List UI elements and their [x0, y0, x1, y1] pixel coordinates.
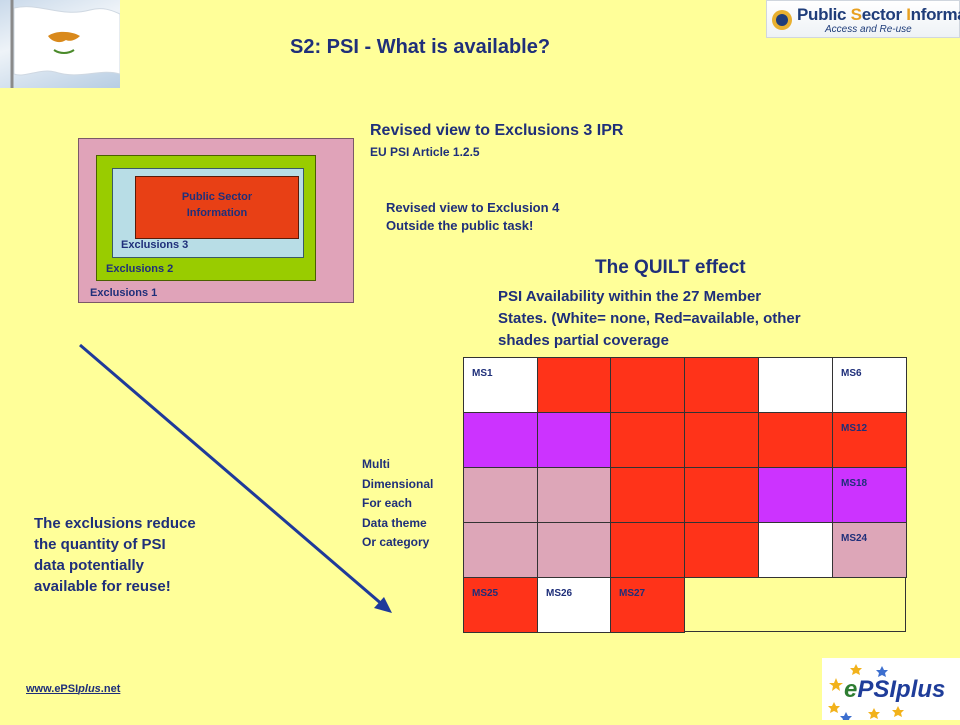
- quilt-cell: [684, 522, 759, 578]
- quilt-cell-label: MS12: [841, 423, 868, 434]
- quilt-description: PSI Availability within the 27 Member St…: [498, 286, 801, 352]
- slide-title: S2: PSI - What is available?: [290, 36, 551, 58]
- quilt-cell: MS18: [832, 467, 907, 523]
- quilt-cell-label: MS6: [841, 368, 862, 379]
- quilt-cell: [610, 412, 685, 468]
- quilt-cell-label: MS1: [472, 368, 493, 379]
- multi-line1: Multi: [362, 457, 390, 471]
- quilt-cell: [537, 357, 611, 413]
- revised-exclusions-3-heading: Revised view to Exclusions 3 IPR: [370, 122, 624, 139]
- quilt-cell: [684, 412, 759, 468]
- psi-logo-subtitle: Access and Re-use: [825, 24, 912, 35]
- quilt-cell: [610, 357, 685, 413]
- revised-exclusion-4-text: Revised view to Exclusion 4 Outside the …: [386, 199, 559, 235]
- quilt-cell: [758, 522, 833, 578]
- epsiplus-website-link[interactable]: www.ePSIplus.net: [26, 683, 121, 695]
- multi-dimensional-text: Multi Dimensional For each Data theme Or…: [362, 455, 433, 553]
- reduce-line1: The exclusions reduce: [34, 515, 196, 532]
- multi-line4: Data theme: [362, 515, 427, 530]
- quilt-cell: [684, 357, 759, 413]
- quilt-cell: [463, 467, 538, 523]
- quilt-cell-label: MS18: [841, 478, 868, 489]
- psi-box-line1: Public Sector: [181, 191, 253, 203]
- revised-exclusion-4-line1: Revised view to Exclusion 4: [386, 200, 560, 215]
- quilt-cell: [610, 522, 685, 578]
- quilt-cell: [463, 412, 538, 468]
- quilt-title: The QUILT effect: [595, 257, 746, 278]
- reduce-line4: available for reuse!: [34, 578, 171, 595]
- quilt-cell-label: MS25: [472, 588, 499, 599]
- cyprus-flag-image: [0, 0, 120, 88]
- quilt-cell: [684, 467, 759, 523]
- multi-line3: For each: [362, 496, 413, 510]
- psi-logo-title: Public Sector Information: [797, 5, 960, 24]
- exclusions-1-label: Exclusions 1: [90, 287, 158, 299]
- reduce-line3: data potentially: [34, 557, 145, 574]
- quilt-empty-region: [684, 577, 906, 632]
- quilt-cell-label: MS26: [546, 588, 573, 599]
- quilt-cell-label: MS24: [841, 533, 868, 544]
- quilt-cell: [463, 522, 538, 578]
- public-sector-information-box: Public Sector Information: [135, 176, 299, 239]
- quilt-cell: [758, 357, 833, 413]
- quilt-cell: MS27: [610, 577, 685, 633]
- quilt-cell: MS1: [463, 357, 538, 413]
- multi-line5: Or category: [362, 535, 430, 549]
- quilt-cell: MS24: [832, 522, 907, 578]
- psi-box-line2: Information: [186, 207, 248, 219]
- epsiplus-logo: ePSIplus: [822, 658, 960, 722]
- quilt-cell: [537, 412, 611, 468]
- revised-exclusion-4-line2: Outside the public task!: [386, 218, 534, 233]
- quilt-cell: MS6: [832, 357, 907, 413]
- epsiplus-logo-text: ePSIplus: [844, 676, 946, 703]
- reduce-line2: the quantity of PSI: [34, 536, 166, 553]
- exclusions-3-label: Exclusions 3: [121, 239, 189, 251]
- revised-exclusions-3-subheading: EU PSI Article 1.2.5: [370, 145, 480, 159]
- arrow-head-icon: [374, 597, 392, 613]
- quilt-cell: MS25: [463, 577, 538, 633]
- quilt-cell-label: MS27: [619, 588, 646, 599]
- quilt-cell: [758, 412, 833, 468]
- quilt-cell: [537, 467, 611, 523]
- flag-icon: [10, 0, 120, 88]
- quilt-cell: [610, 467, 685, 523]
- quilt-cell: [758, 467, 833, 523]
- multi-line2: Dimensional: [362, 476, 434, 491]
- psi-logo-mark-icon: [772, 10, 792, 30]
- quilt-cell: MS12: [832, 412, 907, 468]
- quilt-description-line3: shades partial coverage: [498, 332, 669, 349]
- quilt-description-line2: States. (White= none, Red=available, oth…: [498, 310, 801, 327]
- exclusions-2-label: Exclusions 2: [106, 263, 174, 275]
- quilt-cell: MS26: [537, 577, 611, 633]
- exclusions-reduce-text: The exclusions reduce the quantity of PS…: [34, 513, 196, 597]
- quilt-description-line1: PSI Availability within the 27 Member: [498, 288, 762, 305]
- quilt-cell: [537, 522, 611, 578]
